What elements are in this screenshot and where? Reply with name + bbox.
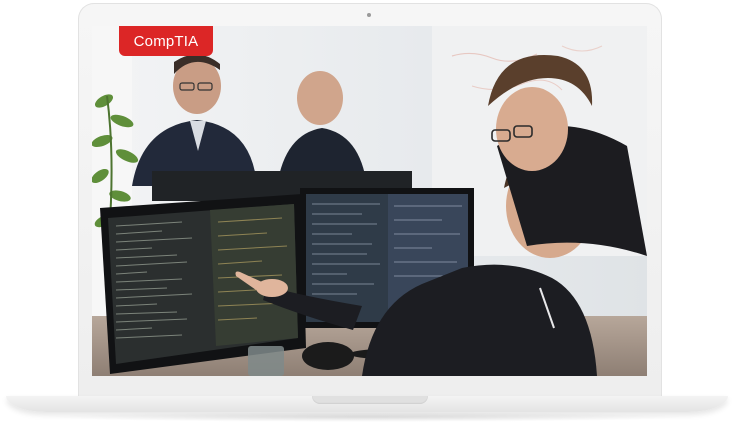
webcam-icon	[367, 13, 371, 17]
laptop-base-notch	[312, 396, 428, 404]
laptop-base	[6, 396, 728, 412]
comptia-logo: CompTIA	[119, 26, 213, 56]
laptop-screen	[92, 26, 647, 376]
hero-photo	[92, 26, 647, 376]
laptop-shadow	[40, 412, 695, 422]
brand-name: CompTIA	[133, 32, 199, 50]
